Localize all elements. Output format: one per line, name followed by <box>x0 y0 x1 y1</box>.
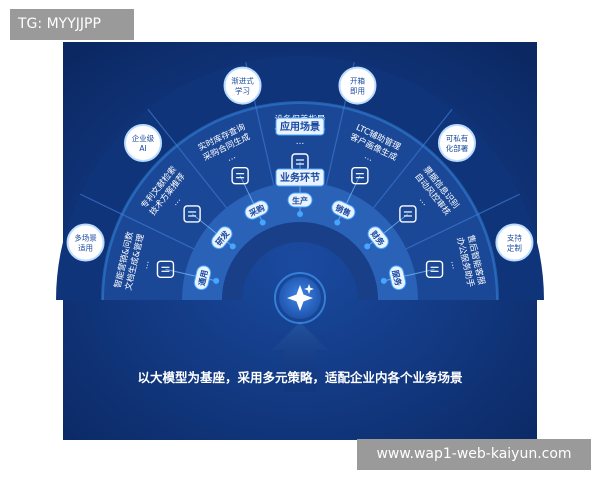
stage-label-pill: 通用 <box>193 265 212 291</box>
feature-label: 支持 <box>507 233 522 243</box>
upward-arrow <box>272 322 328 392</box>
heart-hand-icon <box>425 260 444 278</box>
stage-label-pill: 财务 <box>367 226 389 250</box>
feature-label: 适用 <box>78 243 93 253</box>
document-icon <box>183 205 201 223</box>
feature-bubble <box>66 223 105 262</box>
stage-dot <box>229 243 236 250</box>
feature-label: 开箱 <box>350 76 365 86</box>
stage-label-pill: 研发 <box>211 226 233 250</box>
sector-divider <box>79 193 194 250</box>
stage-6: 服务 <box>380 260 444 291</box>
sector-divider <box>147 108 227 209</box>
truck-icon <box>351 166 369 185</box>
business-stages-title: 业务环节 <box>280 171 320 184</box>
stage-dot <box>334 219 341 226</box>
feature-label: 学习 <box>235 86 250 96</box>
stage-label-pill: 采购 <box>244 200 269 220</box>
feature-label: 即用 <box>350 87 365 96</box>
sparkle-icon <box>287 284 314 311</box>
stage-label-pill: 生产 <box>287 192 313 208</box>
stage-label-pill: 服务 <box>388 265 407 291</box>
feature-label: 渐进式 <box>231 76 254 86</box>
feature-label: 可私有 <box>446 133 469 143</box>
feature-label: AI <box>139 144 146 153</box>
business-stages-header: 业务环节 <box>275 168 325 187</box>
stage-1: 研发 <box>183 205 236 250</box>
feature-label: 化部署 <box>446 143 469 153</box>
watermark-bottom-right: www.wap1-web-kaiyun.com <box>357 439 591 470</box>
watermark-top-left: TG: MYYJJPP <box>10 9 134 40</box>
scenario-layer: 智能营销&问数文档生成&管理…专利文献检索技术方案推荐…实时库存查询采购合同生成… <box>112 114 487 292</box>
feature-bubble <box>338 66 377 105</box>
stage-dot <box>297 211 303 217</box>
feature-label: 定制 <box>507 243 522 253</box>
feature-bubble <box>124 124 163 163</box>
feature-bubble <box>437 124 476 163</box>
stage-2: 采购 <box>231 166 269 226</box>
scenario-line: … <box>225 151 237 164</box>
inner-ring <box>222 222 378 300</box>
feature-bubble <box>495 223 534 262</box>
scenario-line: … <box>448 260 460 271</box>
sector-divider <box>406 193 521 250</box>
center-model <box>274 272 326 324</box>
scenario-line: … <box>363 151 375 164</box>
stage-dot <box>364 243 371 250</box>
stage-label: 服务 <box>390 269 404 288</box>
sector-divider <box>373 108 453 209</box>
stage-dot <box>380 277 387 284</box>
cart-icon <box>231 166 249 185</box>
application-scenarios-header: 应用场景 <box>275 117 325 136</box>
feature-bubble <box>223 66 262 105</box>
stage-0: 通用 <box>156 260 220 291</box>
stage-dot <box>213 277 220 284</box>
scenario-line: … <box>296 137 305 147</box>
caption: 以大模型为基座，采用多元策略，适配企业内各个业务场景 <box>137 370 463 385</box>
stage-5: 财务 <box>364 205 417 250</box>
yuan-icon <box>399 205 417 223</box>
briefcase-icon <box>156 260 175 278</box>
stage-dot <box>259 219 266 226</box>
stage-4: 销售 <box>331 166 369 226</box>
stage-label: 生产 <box>292 196 308 206</box>
scenario-line: … <box>140 260 152 271</box>
stage-label: 通用 <box>196 269 209 287</box>
stage-label-pill: 销售 <box>331 200 356 220</box>
application-scenarios-title: 应用场景 <box>280 120 320 133</box>
feature-label: 多场景 <box>74 233 97 243</box>
stage-ring <box>182 182 418 300</box>
feature-label: 企业级 <box>132 133 155 143</box>
